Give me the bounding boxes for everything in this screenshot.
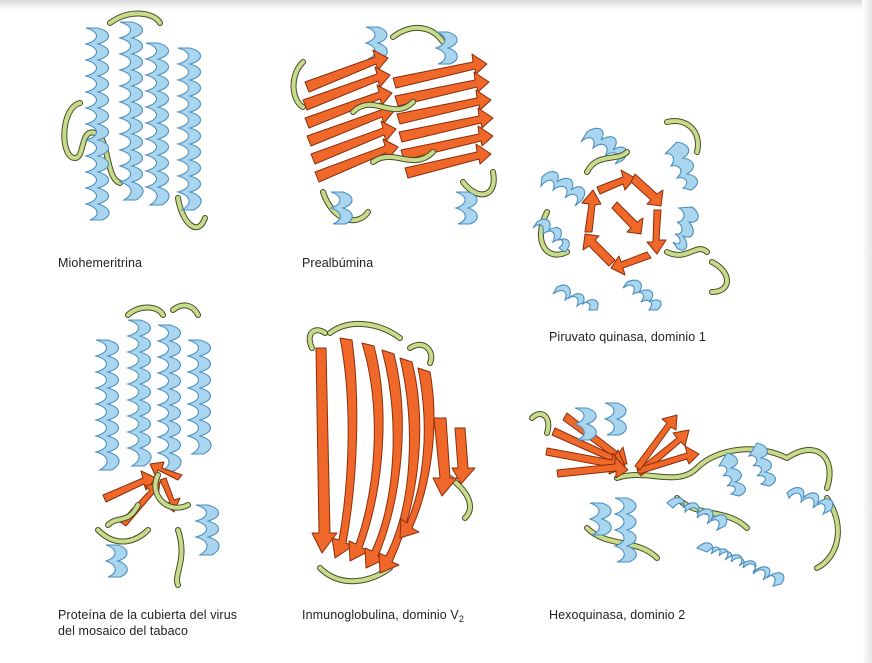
hexokinase-illustration: [527, 398, 862, 598]
right-edge-shadow: [862, 0, 872, 663]
prealbumin-illustration: [283, 22, 508, 237]
caption-prealbumin: Prealbúmina: [302, 256, 374, 270]
caption-immunoglobulin-main: Inmunoglobulina, dominio V: [302, 608, 459, 622]
caption-immunoglobulin-subscript: 2: [458, 614, 464, 624]
myohemerythrin-illustration: [50, 8, 220, 243]
caption-tmv-coat-protein: Proteína de la cubierta del virus del mo…: [58, 607, 237, 639]
top-edge-shadow: [0, 0, 872, 10]
immunoglobulin-illustration: [300, 318, 490, 588]
tmv-coat-protein-illustration: [78, 300, 248, 590]
caption-myohemerythrin: Miohemeritrina: [58, 256, 143, 270]
pyruvate-kinase-illustration: [527, 112, 742, 317]
caption-tmv-line-2: del mosaico del tabaco: [58, 624, 189, 638]
caption-tmv-line-1: Proteína de la cubierta del virus: [58, 608, 238, 622]
caption-hexokinase: Hexoquinasa, dominio 2: [549, 608, 686, 622]
caption-pyruvate-kinase: Piruvato quinasa, dominio 1: [549, 330, 706, 344]
caption-immunoglobulin: Inmunoglobulina, dominio V2: [302, 607, 464, 627]
